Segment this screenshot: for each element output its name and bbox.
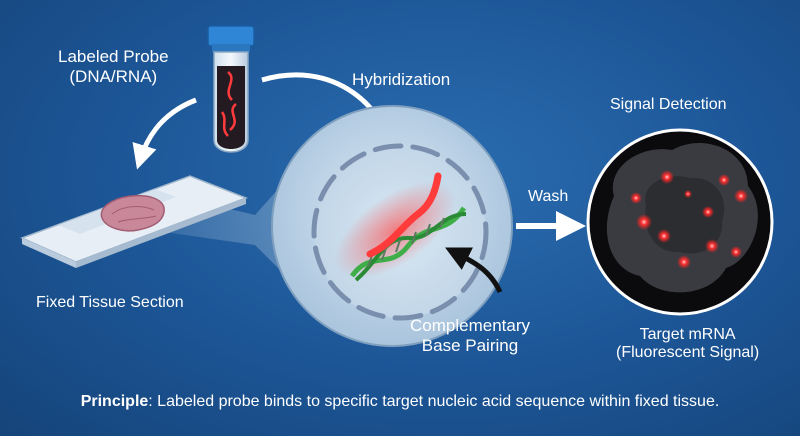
base-pairing-label: Complementary Base Pairing: [410, 316, 530, 355]
base-pairing-label-line1: Complementary: [410, 316, 530, 335]
target-mrna-label-line2: (Fluorescent Signal): [616, 344, 760, 362]
hybridization-label: Hybridization: [352, 70, 451, 89]
base-pairing-label-line2: Base Pairing: [421, 335, 519, 355]
tissue-section: [100, 194, 165, 232]
microscope-slide-icon: [20, 175, 249, 268]
probe-label-line1: Labeled Probe: [58, 47, 169, 66]
wash-label: Wash: [528, 188, 569, 205]
probe-label: Labeled Probe (DNA/RNA): [58, 47, 169, 86]
fluorescent-cell-icon: [586, 128, 774, 316]
probe-application-arrow: [132, 97, 197, 170]
fixed-tissue-label: Fixed Tissue Section: [36, 294, 184, 311]
principle-caption: Principle: Labeled probe binds to specif…: [0, 393, 800, 411]
principle-term: Principle: [80, 393, 149, 410]
signal-detection-label: Signal Detection: [610, 96, 727, 113]
test-tube-icon: [207, 25, 255, 153]
probe-label-line2: (DNA/RNA): [69, 66, 158, 86]
base-pairing-arrow: [445, 247, 503, 294]
target-mrna-label: Target mRNA (Fluorescent Signal): [616, 326, 759, 363]
dna-helix-icon: [334, 172, 467, 282]
labeled-probe-strand: [366, 172, 442, 258]
principle-text: : Labeled probe binds to specific target…: [148, 393, 720, 410]
target-mrna-label-line1: Target mRNA: [639, 326, 736, 343]
